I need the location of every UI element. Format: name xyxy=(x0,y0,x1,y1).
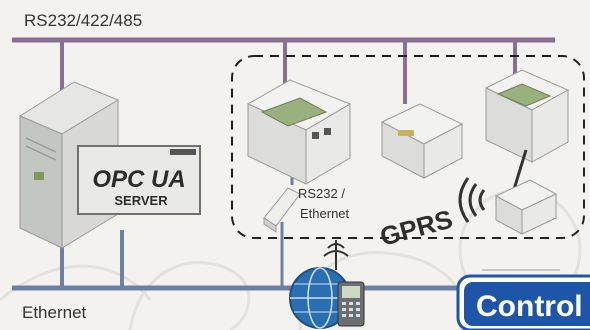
converter-label-line1: RS232 / xyxy=(298,186,345,201)
gprs-modem-icon xyxy=(496,150,556,234)
plc-module-icon xyxy=(248,80,350,184)
server-line2-text: SERVER xyxy=(114,193,168,208)
converter-label-line2: Ethernet xyxy=(300,206,350,221)
right-plc-module-icon xyxy=(486,70,568,162)
opc-ua-server-panel: OPC UA SERVER xyxy=(78,146,200,214)
top-bus-label: RS232/422/485 xyxy=(24,11,142,30)
brand-logo: Control xyxy=(458,270,590,330)
brand-logo-text: Control xyxy=(476,290,583,323)
gprs-label: GPRS xyxy=(377,204,456,252)
ethernet-label: Ethernet xyxy=(22,303,87,322)
server-line1-text: OPC UA xyxy=(92,166,185,193)
io-module-icon xyxy=(382,104,462,178)
mobile-phone-icon xyxy=(338,282,364,326)
